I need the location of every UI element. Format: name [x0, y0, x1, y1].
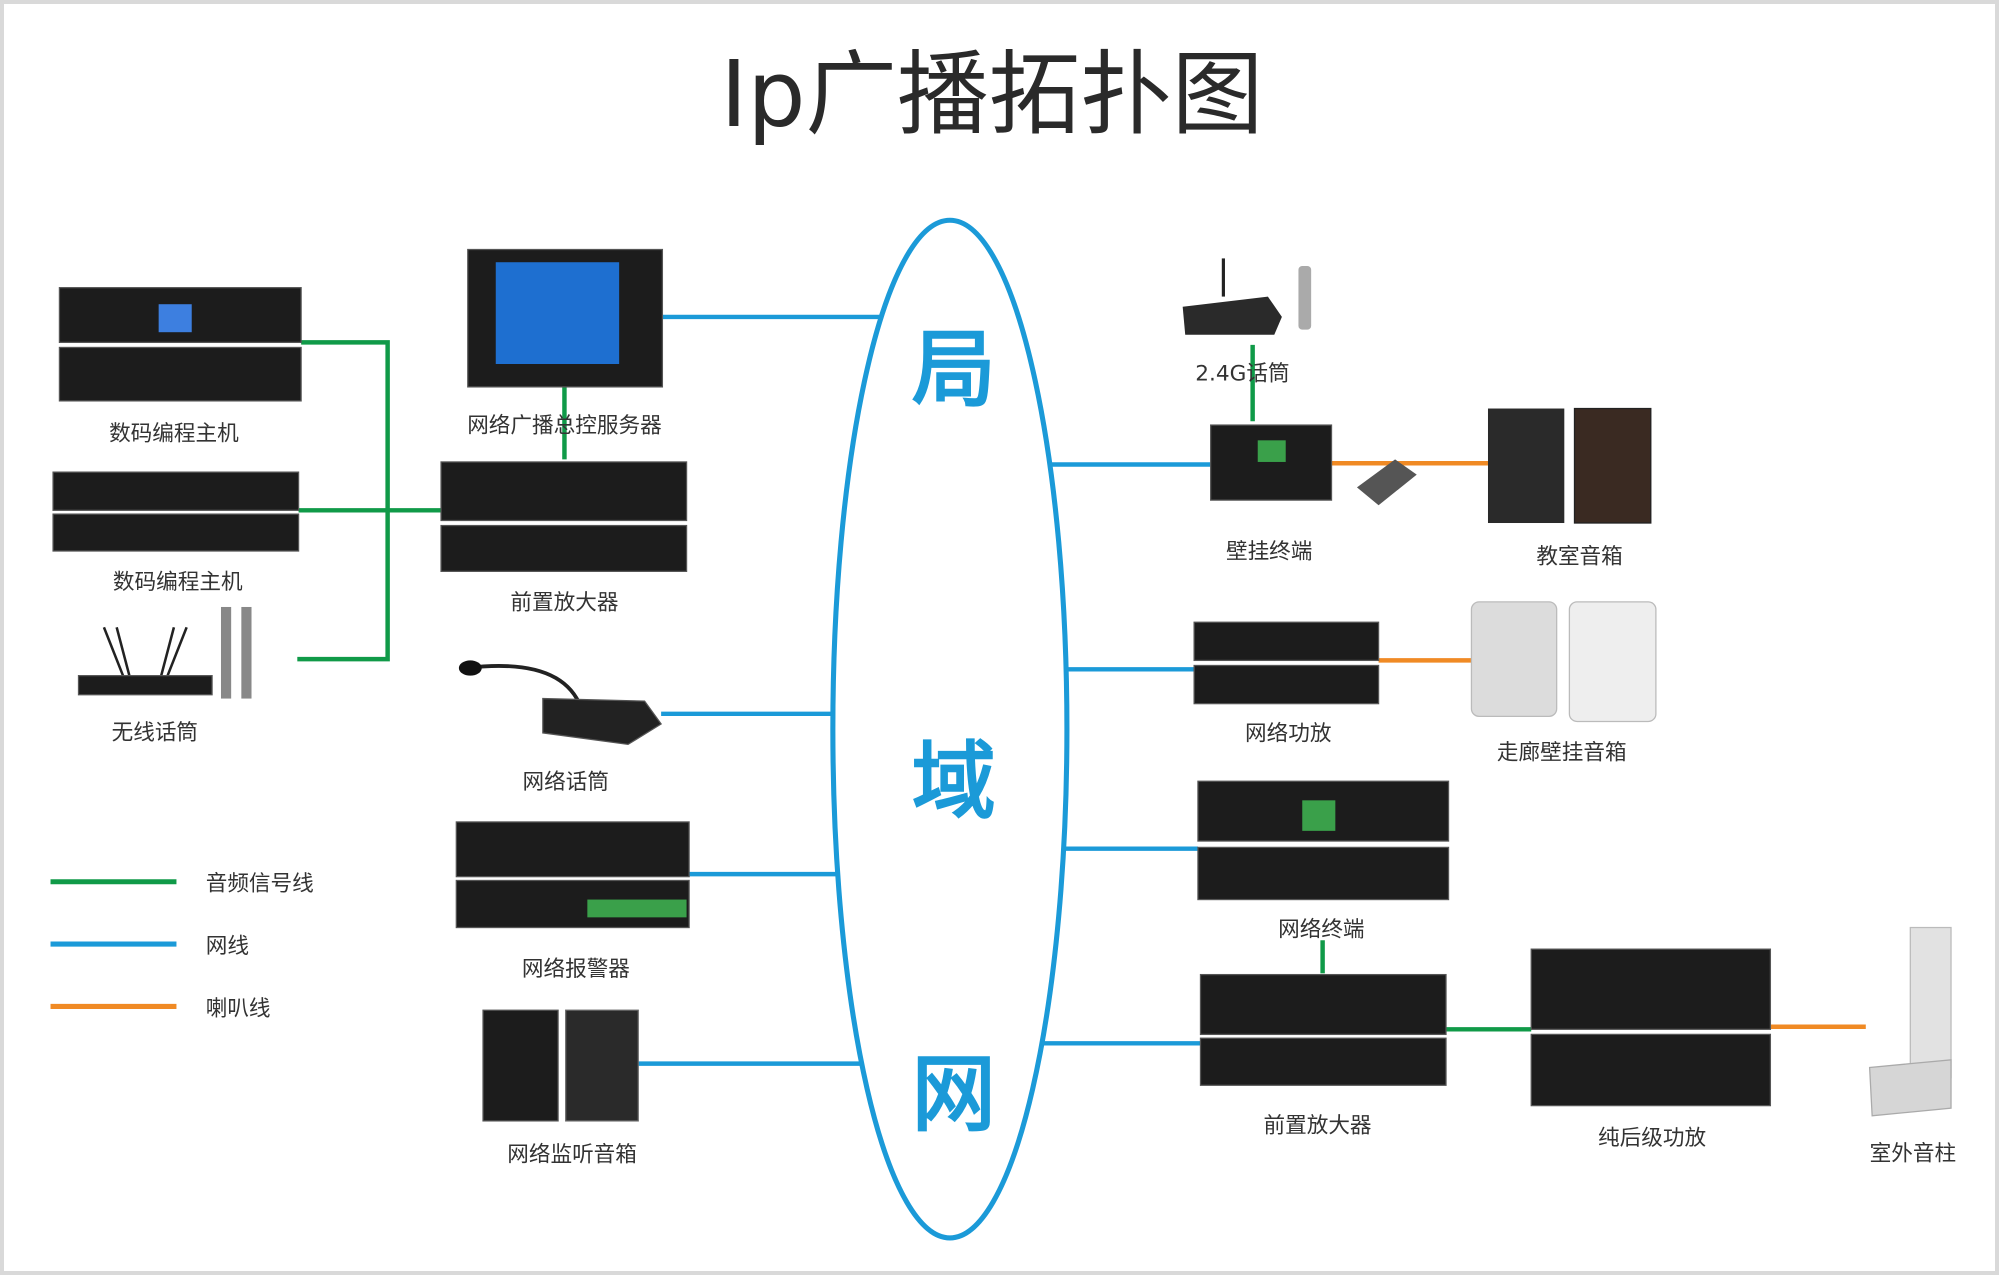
wall-terminal[interactable]: 壁挂终端: [1210, 424, 1417, 565]
network-alarm[interactable]: 网络报警器: [455, 821, 690, 982]
handheld-mic-icon: [241, 606, 252, 699]
network-mic-label: 网络话筒: [522, 770, 608, 795]
monitor-speaker-label: 网络监听音箱: [507, 1143, 637, 1168]
classroom-speaker[interactable]: 教室音箱: [1487, 407, 1652, 570]
network-amp-label: 网络功放: [1245, 722, 1331, 747]
lcd-screen-icon: [158, 304, 192, 333]
legend-audio-label: 音频信号线: [206, 872, 314, 897]
speaker-lines: [1331, 460, 1866, 1029]
wall-terminal-label: 壁挂终端: [1226, 540, 1312, 565]
classroom-speaker-label: 教室音箱: [1536, 545, 1622, 570]
network-lines: [638, 314, 1211, 1066]
server-label: 网络广播总控服务器: [467, 414, 661, 439]
handheld-mic-icon: [220, 606, 232, 699]
digital-host-2[interactable]: 数码编程主机: [52, 471, 300, 595]
remote-control-icon: [1356, 459, 1417, 506]
power-amp-label: 纯后级功放: [1598, 1126, 1706, 1151]
lan-char-1: 局: [912, 320, 996, 418]
lan-ellipse: [830, 217, 1070, 1241]
lan-char-3: 网: [912, 1045, 996, 1143]
network-terminal[interactable]: 网络终端: [1197, 780, 1450, 942]
wireless-mic-label: 无线话筒: [112, 720, 198, 745]
broadcast-server[interactable]: 网络广播总控服务器: [467, 248, 664, 439]
audio-lines: [297, 340, 1532, 1032]
legend-speaker-label: 喇叭线: [206, 996, 271, 1021]
monitor-speaker[interactable]: 网络监听音箱: [482, 1009, 639, 1168]
preamp-left[interactable]: 前置放大器: [440, 461, 688, 616]
corridor-speaker[interactable]: 走廊壁挂音箱: [1470, 601, 1657, 766]
wireless-mic[interactable]: 无线话筒: [77, 606, 252, 745]
diagram-canvas: Ip广播拓扑图 局 域 网 数码编程主机 数码编程主机: [50, 41, 1956, 1241]
diagram-title: Ip广播拓扑图: [720, 41, 1263, 148]
lan-char-2: 域: [912, 733, 996, 831]
preamp-right-label: 前置放大器: [1263, 1113, 1371, 1138]
outdoor-column[interactable]: 室外音柱: [1868, 926, 1956, 1167]
network-mic[interactable]: 网络话筒: [458, 660, 663, 795]
alarm-label: 网络报警器: [522, 957, 630, 982]
power-amp[interactable]: 纯后级功放: [1530, 948, 1772, 1151]
digital-host-2-label: 数码编程主机: [113, 570, 243, 595]
legend: 音频信号线 网线 喇叭线: [50, 872, 314, 1021]
mic-24g-label: 2.4G话筒: [1195, 362, 1289, 387]
legend-network-label: 网线: [206, 934, 249, 959]
preamp-right[interactable]: 前置放大器: [1199, 973, 1447, 1139]
mic-24g[interactable]: 2.4G话筒: [1182, 258, 1312, 387]
digital-host-1-label: 数码编程主机: [109, 421, 239, 446]
preamp-left-label: 前置放大器: [510, 591, 618, 616]
corridor-speaker-label: 走廊壁挂音箱: [1497, 741, 1627, 766]
outdoor-column-label: 室外音柱: [1870, 1141, 1956, 1166]
network-amp[interactable]: 网络功放: [1193, 621, 1380, 747]
monitor-screen-icon: [495, 262, 620, 365]
digital-host-1[interactable]: 数码编程主机: [58, 287, 302, 447]
network-terminal-label: 网络终端: [1278, 917, 1364, 942]
